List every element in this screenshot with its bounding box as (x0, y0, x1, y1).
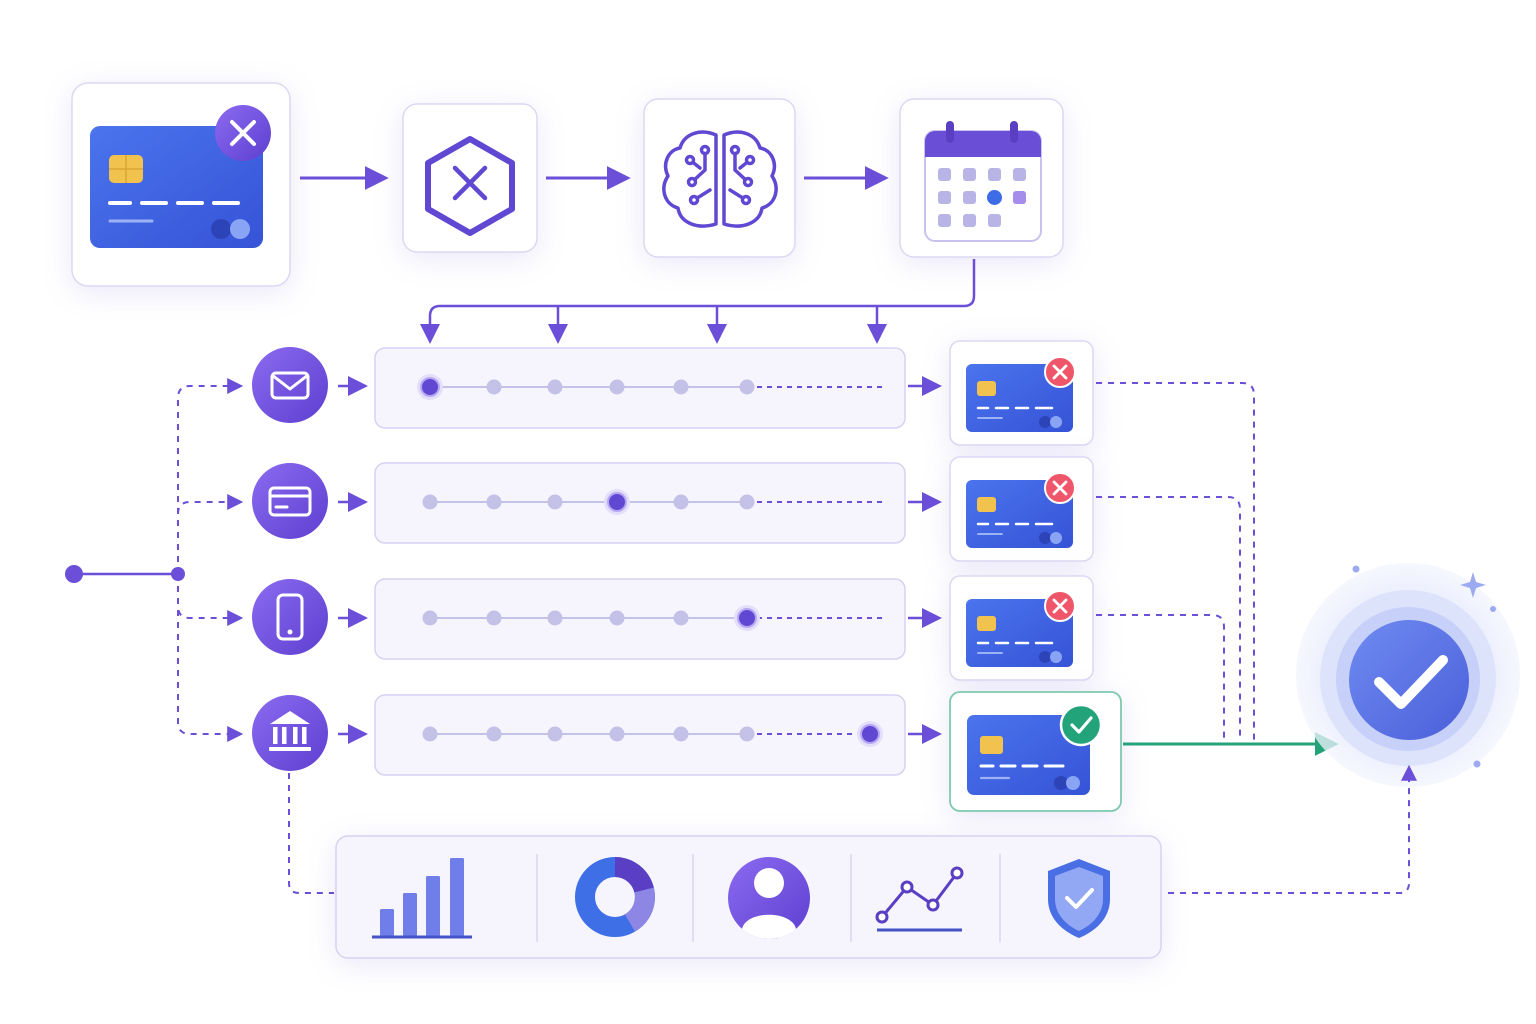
credit-card-failed-icon (966, 480, 1073, 548)
timeline-active-step[interactable] (420, 377, 440, 397)
timeline-step-dot (486, 379, 502, 395)
stage-ai-analysis[interactable] (643, 98, 796, 258)
stage-declined-card[interactable] (71, 82, 291, 287)
timeline-step-dot (486, 494, 502, 510)
failed-x-icon (1044, 590, 1076, 622)
credit-card-success-icon (967, 715, 1090, 795)
analytics-to-outcome-connector (1168, 764, 1417, 894)
timeline-step-dot (739, 726, 755, 742)
timeline-step-dot (547, 379, 563, 395)
timeline-step-dot (547, 494, 563, 510)
timeline-step-dot (609, 379, 625, 395)
timeline-step-dot (422, 610, 438, 626)
timeline-step-dot (739, 494, 755, 510)
trend-line-icon[interactable] (875, 866, 964, 932)
credit-card-icon[interactable] (252, 463, 328, 539)
stage-decline-reason[interactable] (402, 103, 538, 253)
timeline-active-step[interactable] (607, 492, 627, 512)
success-check-badge-icon (1059, 703, 1103, 747)
trigger-source (65, 378, 244, 742)
analytics-panel (335, 835, 1162, 959)
converging-connectors (1096, 382, 1255, 740)
stage-retry-schedule[interactable] (899, 98, 1064, 258)
timeline-step-dot (673, 379, 689, 395)
calendar-icon (924, 121, 1042, 242)
timeline-step-dot (609, 610, 625, 626)
phone-icon[interactable] (252, 579, 328, 655)
failed-x-icon (1044, 356, 1076, 388)
outcome-success[interactable] (1296, 563, 1520, 787)
distribution-connector (420, 259, 976, 344)
result-card-card-update[interactable] (949, 456, 1094, 562)
mail-icon[interactable] (252, 347, 328, 423)
channel-row-email (252, 347, 942, 429)
user-avatar-icon[interactable] (728, 857, 810, 939)
timeline-step-dot (739, 379, 755, 395)
ai-brain-icon (662, 130, 778, 228)
credit-card-failed-icon (966, 599, 1073, 667)
bank-to-analytics-connector (288, 773, 334, 894)
timeline-step-dot (673, 610, 689, 626)
timeline-step-dot (547, 726, 563, 742)
timeline-step-dot (609, 726, 625, 742)
retry-timeline (422, 489, 886, 515)
failed-x-icon (1044, 472, 1076, 504)
channel-row-card-update (252, 462, 942, 544)
timeline-step-dot (486, 726, 502, 742)
result-card-bank[interactable] (949, 691, 1122, 812)
x-badge-icon (215, 105, 271, 161)
credit-card-failed-icon (966, 364, 1073, 432)
hexagon-x-icon (425, 136, 515, 236)
declined-card-icon (90, 126, 263, 248)
timeline-step-dot (486, 610, 502, 626)
result-card-email[interactable] (949, 340, 1094, 446)
channel-row-bank (252, 694, 942, 776)
shield-check-icon[interactable] (1048, 859, 1110, 938)
retry-timeline (417, 374, 886, 400)
retry-timeline (422, 721, 886, 747)
retry-timeline (422, 605, 886, 631)
timeline-step-dot (422, 494, 438, 510)
timeline-step-dot (547, 610, 563, 626)
result-card-sms[interactable] (949, 575, 1094, 681)
timeline-active-step[interactable] (860, 724, 880, 744)
bank-icon[interactable] (252, 695, 328, 771)
success-check-icon (1349, 620, 1469, 740)
timeline-step-dot (673, 494, 689, 510)
donut-chart-icon[interactable] (575, 857, 655, 937)
channel-row-sms (252, 578, 942, 660)
distribution-drops (548, 306, 887, 344)
timeline-step-dot (422, 726, 438, 742)
sparkle-icon (1352, 565, 1496, 768)
bar-chart-icon[interactable] (372, 858, 472, 939)
timeline-active-step[interactable] (737, 608, 757, 628)
pipeline (71, 82, 1064, 344)
timeline-step-dot (673, 726, 689, 742)
